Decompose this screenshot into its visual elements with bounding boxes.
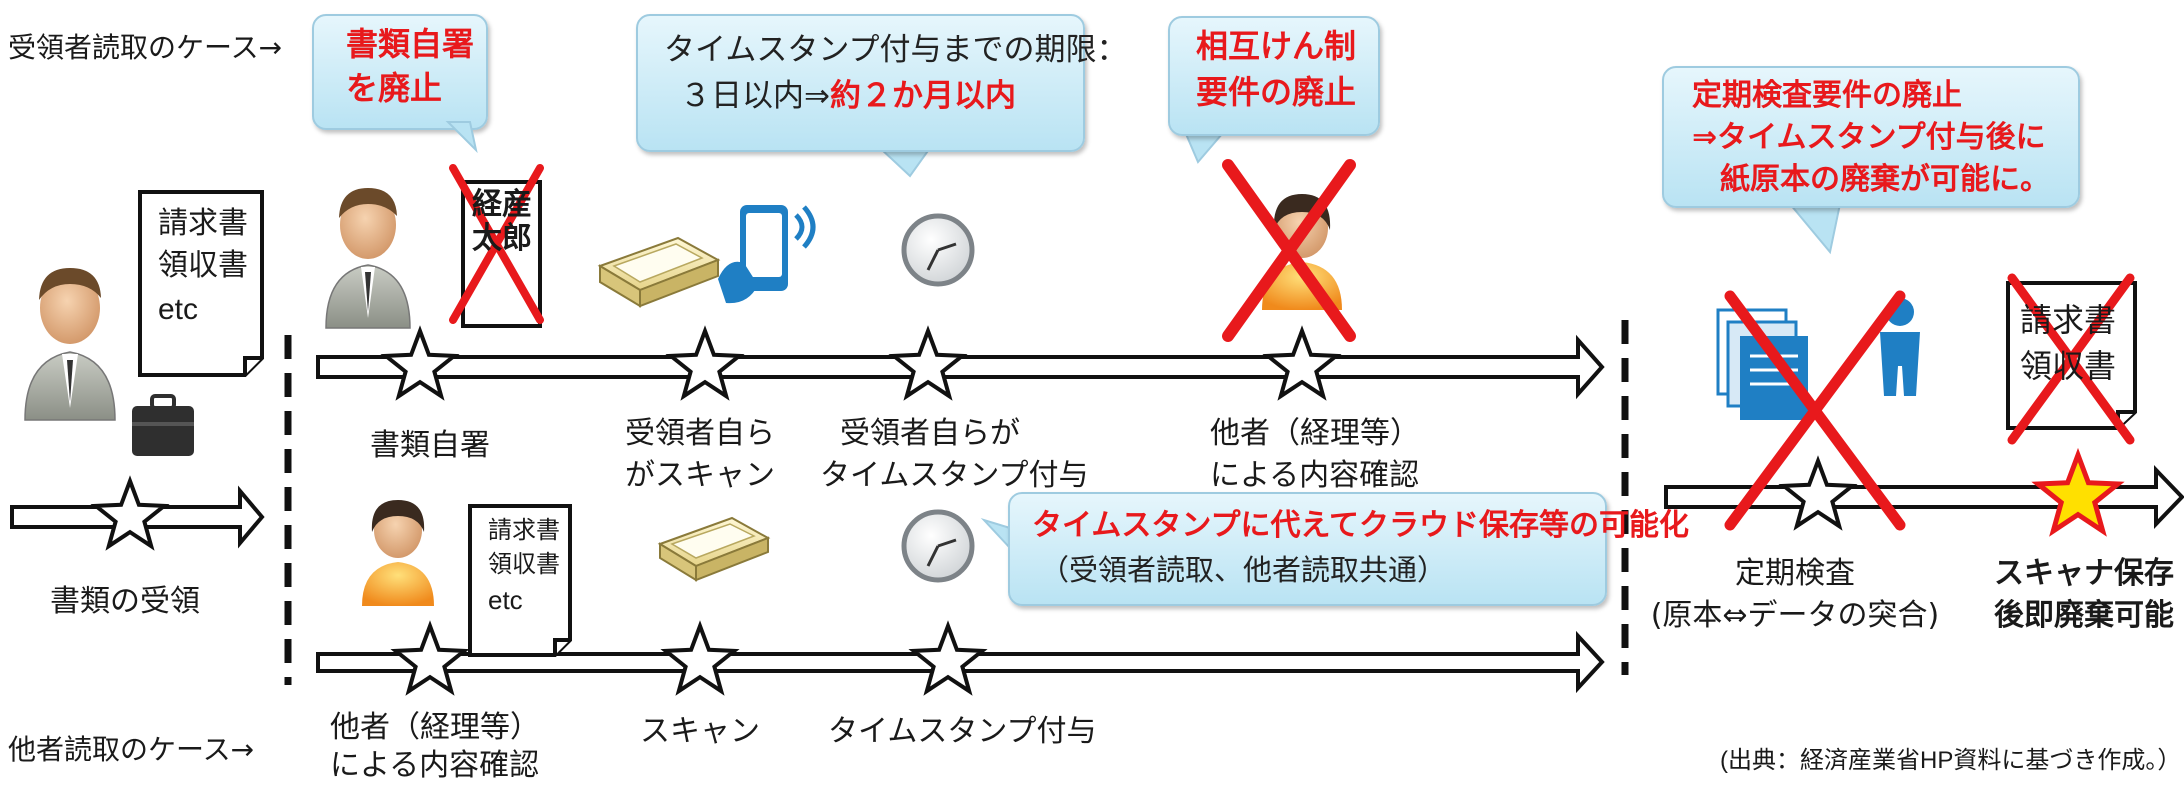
arrow-receiver-flow [316,334,1605,400]
callout-periodic-line1: 定期検査要件の廃止 [1692,78,1962,113]
clock-icon [901,509,975,583]
scanner-icon [657,516,771,582]
callout-periodic-line2: ⇒タイムスタンプ付与後に [1692,120,2046,155]
step-star-scan [660,620,740,696]
cross-mark-icon [1724,290,1906,531]
callout-mutual-line2: 要件の廃止 [1196,73,1357,111]
step-self-scan-line1: 受領者自ら [625,416,775,451]
callout-deadline-emphasis: 約２か月以内 [829,78,1016,114]
callout-mutual-check [1168,16,1380,136]
callout-signature [312,14,488,130]
step-other-check-top-line1: 他者（経理等） [1210,416,1420,451]
callout-cloud-line2: （受領者読取、他者読取共通） [1040,553,1447,587]
callout-signature-line2: を廃止 [346,69,443,107]
callout-periodic-line3: 紙原本の廃棄が可能に。 [1720,162,2050,197]
step-star-other-check [1262,325,1342,401]
briefcase-icon [132,394,194,456]
step-stars [90,325,2125,696]
step-star-receipt [90,475,170,551]
scanned-doc-line2: 領収書 [2020,347,2117,385]
step-other-check-bottom-line1: 他者（経理等） [330,710,540,745]
step-periodic-check-line1: 定期検査 [1735,556,1855,591]
step-star-dispose [2031,447,2125,537]
receiver-case-label: 受領者読取のケース→ [8,31,283,64]
other-doc-line3: etc [488,585,523,615]
scanner-icon [597,236,721,308]
step-receipt-label: 書類の受領 [50,584,200,619]
step-periodic-check-line2: (原本⇔データの突合) [1650,598,1940,633]
scanned-doc-line1: 請求書 [2020,301,2117,339]
callout-deadline-prefix: ３日以内⇒ [680,78,830,114]
callout-deadline-line1: タイムスタンプ付与までの期限： [664,32,1128,68]
step-star-periodic-check [1778,455,1858,531]
step-star-other-check-bottom [390,620,470,696]
signature-stamp-text: 経産太郎 [472,187,532,256]
other-doc-line2: 領収書 [488,550,560,578]
step-dispose-line2: 後即廃棄可能 [1994,598,2174,633]
callout-periodic-inspection [1662,66,2080,208]
step-other-check-bottom-line2: による内容確認 [330,748,540,783]
step-star-self-timestamp [888,325,968,401]
callout-deadline-line2: ３日以内⇒約２か月以内 [680,74,1016,118]
step-self-scan-line2: がスキャン [625,458,775,493]
clock-icon [901,213,975,287]
step-self-timestamp-line1: 受領者自らが [840,416,1020,451]
callout-signature-line1: 書類自署 [346,25,475,63]
cross-mark-icon [2007,273,2135,445]
receipt-doc-line2: 領収書 [158,248,248,283]
callout-cloud-storage [1008,492,1607,606]
step-scan-label: スキャン [640,714,760,749]
businessman-icon [24,268,116,421]
accountant-icon [362,500,434,606]
other-doc-line1: 請求書 [488,516,560,544]
businessman-icon [325,188,411,329]
step-self-sign-label: 書類自署 [370,428,490,463]
source-note: (出典：経済産業省HP資料に基づき作成。） [1720,747,2182,774]
other-case-label: 他者読取のケース→ [8,733,255,766]
step-star-timestamp [908,620,988,696]
step-other-check-top-line2: による内容確認 [1210,458,1420,493]
cross-mark-icon [1222,159,1356,342]
document-icon [468,504,572,657]
callout-deadline [636,14,1085,152]
receipt-doc-line3: etc [158,293,199,326]
smartphone-icon [718,205,816,304]
step-dispose-line1: スキャナ保存 [1994,556,2174,591]
callout-cloud-line1: タイムスタンプに代えてクラウド保存等の可能化 [1032,508,1689,543]
step-star-self-sign [380,325,460,401]
cross-mark-icon [449,164,544,324]
step-self-timestamp-line2: タイムスタンプ付与 [820,458,1089,493]
document-icon [138,190,264,377]
receipt-doc-line1: 請求書 [158,206,248,241]
step-star-self-scan [665,325,745,401]
callout-mutual-line1: 相互けん制 [1196,27,1357,65]
step-timestamp-label: タイムスタンプ付与 [828,714,1097,749]
